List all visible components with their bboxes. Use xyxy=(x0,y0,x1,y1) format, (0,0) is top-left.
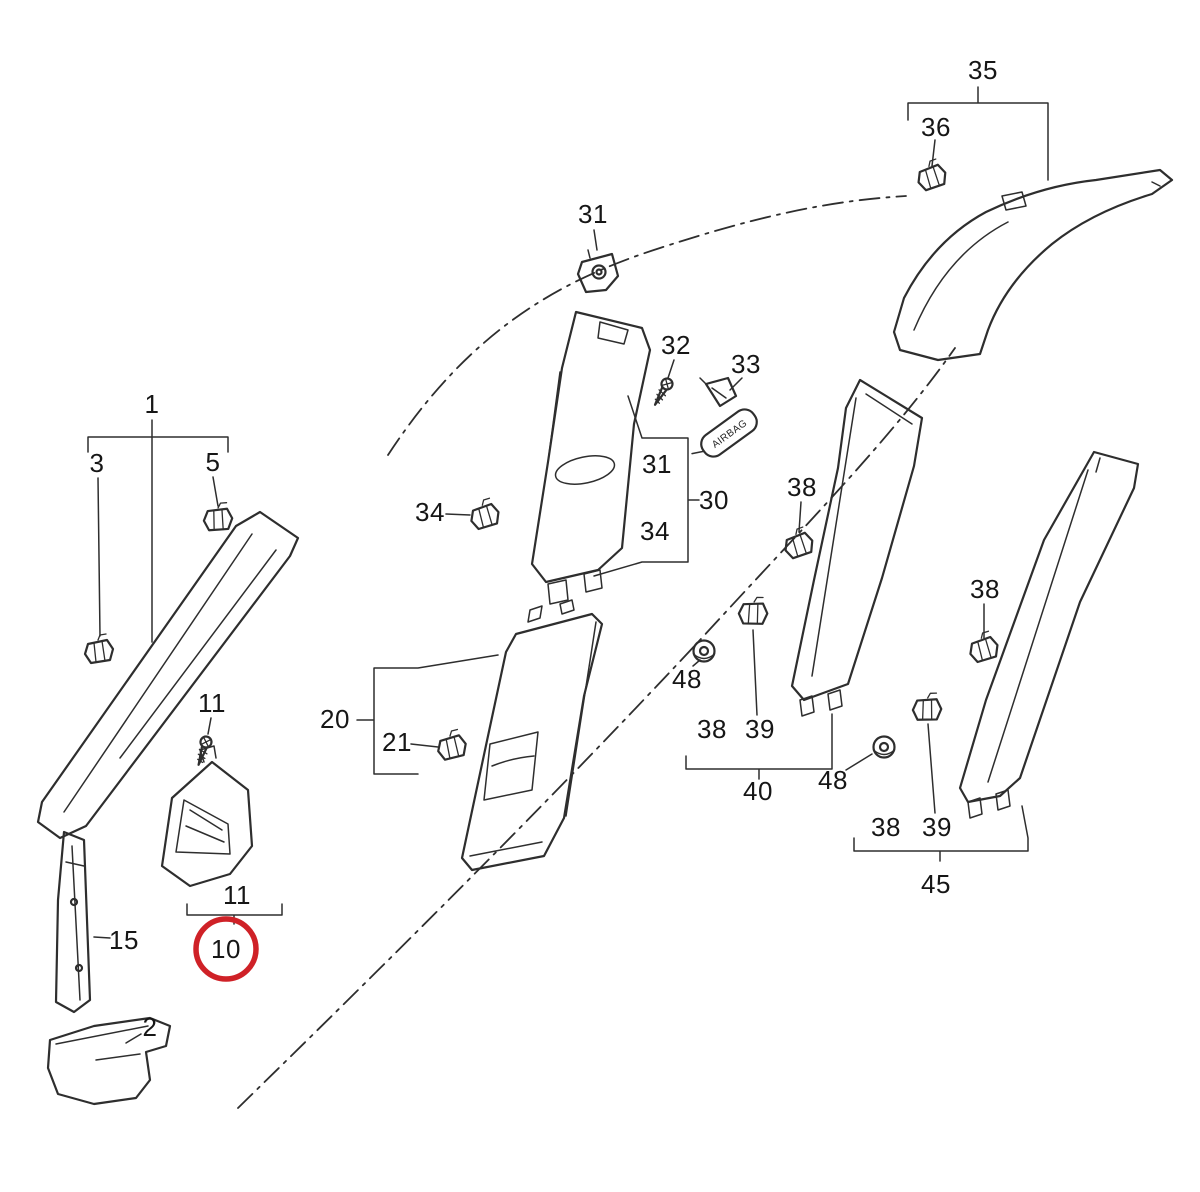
part-triangle-trim xyxy=(160,745,254,888)
screw-32 xyxy=(649,375,676,409)
clip-21 xyxy=(435,727,469,762)
diagram-artwork: AIRBAG xyxy=(36,86,1174,1109)
clip-36 xyxy=(913,156,949,193)
highlight-ring xyxy=(193,916,259,982)
part-airbag-emblem-bracket xyxy=(699,376,738,408)
airbag-badge-label: AIRBAG xyxy=(710,418,749,451)
fastener-clips xyxy=(83,156,1001,762)
grommets xyxy=(692,639,896,759)
body-reference-lines xyxy=(237,195,956,1109)
part-rear-pillar-trim xyxy=(958,450,1140,819)
part-a-pillar-trim xyxy=(36,510,300,840)
callout-lines xyxy=(87,86,1049,1044)
airbag-badge: AIRBAG xyxy=(691,408,758,458)
clip-34-left xyxy=(467,496,502,531)
clip-39-1 xyxy=(736,592,772,629)
part-upper-rear-trim xyxy=(892,168,1174,362)
clip-39-2 xyxy=(910,689,945,724)
grommet-48-1 xyxy=(692,639,716,663)
part-c-pillar-trim xyxy=(790,378,924,717)
part-upper-bracket xyxy=(576,249,620,294)
grommet-48-2 xyxy=(872,735,896,759)
screws xyxy=(192,375,676,768)
screw-11 xyxy=(192,733,215,768)
part-b-pillar-lower xyxy=(460,599,604,872)
part-sill-trim xyxy=(46,1016,172,1106)
clip-3 xyxy=(83,632,115,665)
part-b-pillar-upper xyxy=(530,310,652,605)
part-sill-strip xyxy=(54,830,92,1014)
